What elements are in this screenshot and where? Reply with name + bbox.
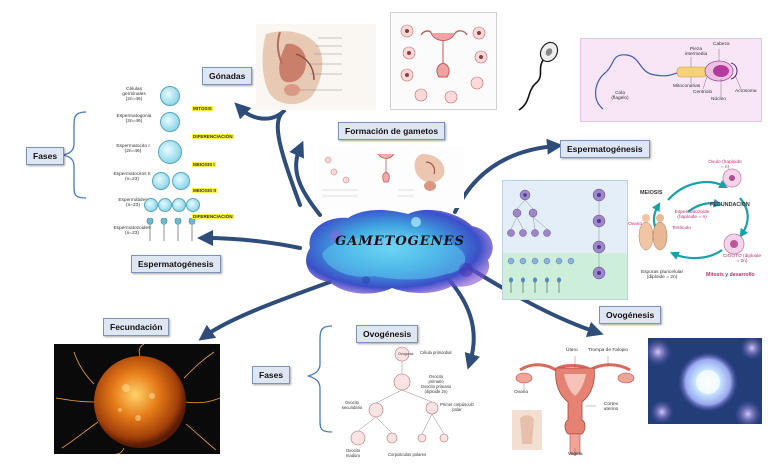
tag-mitosis: MITOSIS (192, 106, 213, 111)
oogenesis-tree-drawing (350, 346, 449, 446)
sperm-anatomy-drawing (595, 49, 742, 110)
oog-c1: Célula primordial (420, 350, 452, 355)
tag-meiosis-1: MEIOSIS I (192, 162, 216, 167)
cell-espermatide-2 (158, 198, 172, 212)
cell-espermatocito-2b (172, 172, 190, 190)
sperm-sketch (518, 41, 559, 111)
bracket-bottom (307, 325, 333, 433)
sperm-label-centriolo: Centriolo (693, 90, 713, 95)
cycle-esporas: Esporas pluricelular (diploide = 2n) (640, 270, 684, 280)
ovum-micro-photo (648, 338, 762, 424)
spermatogenesis-phases-diagram: Células germinales (2n=46) Espermatogoni… (100, 84, 240, 244)
uterus-label-utero: Útero (566, 348, 578, 353)
oogenesis-tree: Ovogonia Célula primordial Ovocito prima… (336, 340, 476, 464)
step-celulas-germinales: Células germinales (2n=46) (122, 87, 146, 102)
male-anatomy-drawing (262, 31, 342, 105)
cell-espermatogonia (160, 112, 180, 132)
label-ovogenesis-right: Ovogénesis (599, 306, 662, 324)
oog-c3: Ovocito primario (diploide 2n) (420, 384, 452, 394)
oog-c6: Ovocito maduro (345, 448, 361, 458)
step-espermatides: Espermátides (n=23) (118, 198, 148, 208)
label-fecundacion: Fecundación (103, 318, 170, 336)
life-cycle-diagram: Óvulo (haploide = n) MEIOSIS FECUNDACION… (628, 156, 764, 288)
label-formacion-gametos: Formación de gametos (338, 122, 446, 140)
fertilization-drawing (55, 344, 220, 454)
cycle-meiosis: MEIOSIS (640, 190, 663, 196)
cell-germinal (160, 86, 180, 106)
spermatogenesis-detail-drawing (507, 188, 606, 293)
cycle-mitosis: Mitosis y desarrollo (706, 272, 755, 278)
cell-espermatide-1 (144, 198, 158, 212)
gamete-formation-image (318, 146, 464, 208)
tag-diferenciacion: DIFERENCIACIÓN (192, 134, 234, 139)
label-espermatogenesis-left: Espermatogénesis (131, 255, 221, 273)
bracket-left (61, 111, 87, 199)
center-splash (306, 209, 493, 294)
cycle-fecundacion: FECUNDACION (710, 202, 750, 208)
cell-espermatide-3 (172, 198, 186, 212)
oog-ovogonia: Ovogonia (398, 352, 414, 356)
sperm-label-nucleo: Núcleo (711, 97, 726, 102)
uterus-label-cortex: Cortex uterino (603, 402, 619, 412)
label-gonadas: Gónadas (202, 67, 253, 85)
oog-c5: Primer corpúsculo polar (440, 402, 474, 412)
arrow-to-gonadas (234, 102, 302, 207)
ovum-drawing (648, 338, 762, 424)
gamete-formation-drawing (322, 153, 445, 197)
tag-diferenciacion-2: DIFERENCIACIÓN (192, 214, 234, 219)
cell-espermatide-4 (186, 198, 200, 212)
cell-espermatocito-1 (158, 140, 182, 164)
uterus-anatomy: Útero Trompa de Falopio Ovario Cortex ut… (512, 348, 638, 460)
cycle-cigoto: CIGOTO (diploide = 2n) (722, 254, 762, 264)
ovarian-cycle-drawing (400, 24, 488, 104)
sperm-anatomy-panel: Pieza intermedia Cabeza Cola (flagelo) M… (580, 38, 762, 122)
center-title: GAMETOGENES (335, 234, 465, 249)
life-cycle-drawing (638, 168, 749, 260)
sperm-label-cola: Cola (flagelo) (611, 91, 629, 101)
arrow-to-formacion (289, 140, 322, 217)
cell-espermatocito-2a (152, 172, 170, 190)
uterus-drawing (512, 356, 635, 455)
label-fases-bottom: Fases (252, 366, 291, 384)
step-espermatocitos-2: Espermatocitos II (n=23) (113, 172, 151, 182)
cycle-ovulo: Óvulo (haploide = n) (708, 160, 742, 170)
arrow-to-fecundacion (198, 280, 332, 341)
step-espermatocito-1: Espermatocito I (2n=46) (116, 144, 150, 154)
sperm-label-cabeza: Cabeza (713, 42, 730, 47)
sperm-label-mitocondrias: Mitocondrias (673, 84, 701, 89)
sperm-tails (146, 218, 196, 241)
sperm-label-acrosoma: Acrosoma (735, 89, 757, 94)
step-espermatogonia: Espermatogonia (2n=46) (116, 114, 152, 124)
fertilization-photo (54, 344, 220, 454)
uterus-label-vagina: Vagina (568, 452, 583, 457)
step-espermatozoides: Espermatozoides (n=23) (113, 226, 151, 236)
oog-c4: Ovocito secundario (341, 400, 363, 410)
male-anatomy-image (256, 24, 376, 110)
arrow-to-espermatogenesis-left (197, 230, 302, 250)
uterus-label-ovario: Ovario (514, 390, 529, 395)
oog-c2: Ovocito primario (428, 374, 444, 384)
label-espermatogenesis-right: Espermatogénesis (560, 140, 650, 158)
cycle-ovario: Ovario (628, 222, 643, 227)
uterus-label-trompa: Trompa de Falopio (588, 348, 629, 353)
label-fases-left: Fases (26, 147, 65, 165)
cycle-espermatozoide: Espermatozoide (haploide = n) (674, 210, 710, 220)
spermatogenesis-detailed-image (502, 180, 628, 300)
oog-c7: Corpúsculos polares (388, 452, 427, 457)
ovarian-cycle-image (390, 12, 497, 110)
cycle-testiculo: Testículo (672, 226, 691, 231)
sperm-label-pieza: Pieza intermedia (684, 47, 708, 57)
label-ovogenesis-center: Ovogénesis (356, 325, 419, 343)
tag-meiosis-2: MEIOSIS II (192, 188, 217, 193)
